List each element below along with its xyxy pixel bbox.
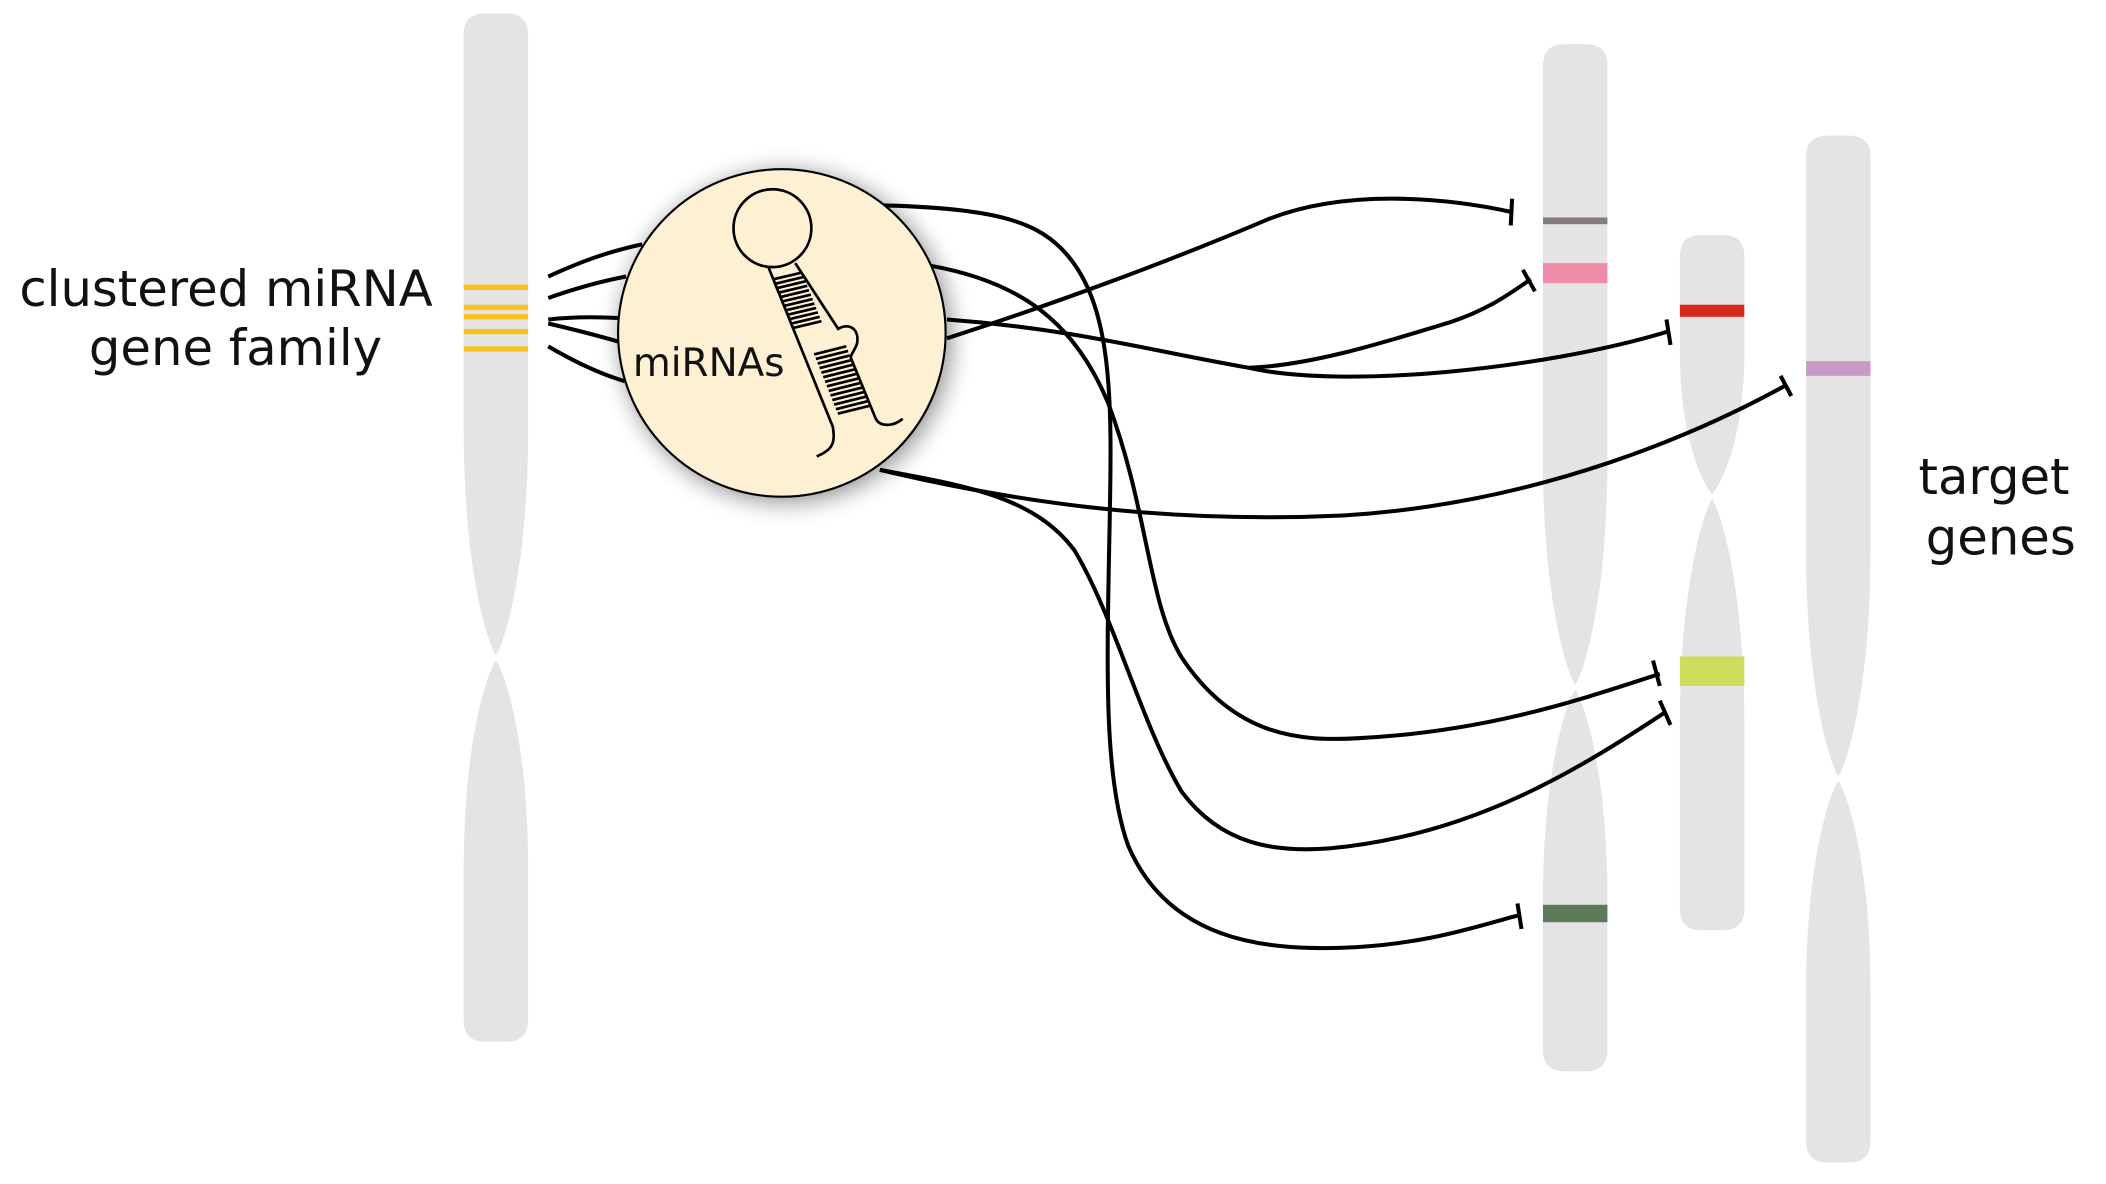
base-pair [824,372,858,384]
base-pair [830,386,864,397]
pink-gene-band [1542,263,1608,284]
chromosome-arm [1806,135,1871,776]
chromosome-arm [1679,499,1745,931]
base-pair [785,302,815,312]
purple-gene-band [1806,361,1871,376]
link-to-purple-band [879,383,1787,520]
chromosome-target-1 [1542,44,1608,1072]
base-pair [813,345,847,356]
base-pair [815,349,849,361]
base-pair [789,311,819,321]
base-pair [782,293,812,303]
cluster-band [463,346,529,352]
base-pair [831,390,865,402]
mirna-circle: miRNAs [616,168,947,498]
base-pair [826,376,860,388]
chromosome-arm [1679,234,1745,495]
center-label: miRNAs [633,341,785,386]
lime-gene-band [1679,656,1745,686]
base-pair [819,358,853,370]
base-pair [792,319,822,330]
cluster-band [463,304,529,311]
base-pair [775,275,805,285]
chromosome-arm [463,13,529,656]
link-to-lime-band-1 [930,263,1661,741]
base-pair [777,280,806,290]
base-pair [780,288,810,299]
chromosome-arm [1542,689,1608,1072]
red-gene-band [1679,304,1745,317]
base-pair [835,399,869,411]
base-pair [778,284,808,294]
link-to-pink-band [1248,277,1533,370]
base-pair [791,315,821,325]
target-label-line2: genes [1926,508,2076,566]
hairpin-icon [732,187,904,458]
cluster-links [547,242,643,384]
chromosome-arm [1806,781,1871,1163]
target-label-line1: target [1919,448,2070,506]
base-pair [773,271,803,281]
target-links [879,196,1794,951]
chromosome-target-2 [1679,234,1745,931]
green-gene-band [1542,904,1608,923]
cluster-band [463,284,529,290]
chromosome-arm [463,660,529,1042]
base-pair [828,381,862,393]
link-to-lime-band-2 [879,467,1668,852]
base-pair [787,306,817,316]
base-pair [784,297,813,308]
chromosome-source [463,13,529,1042]
chromosome-target-3 [1806,135,1871,1163]
cluster-band [463,328,529,335]
source-label-line2: gene family [89,319,382,377]
base-pair [817,354,851,365]
link-to-green-band [882,203,1518,951]
chromosome-arm [1542,44,1608,685]
link-to-gray-band [946,196,1513,341]
source-label-line1: clustered miRNA [19,260,432,318]
base-pair [821,363,854,374]
base-pair [837,404,871,416]
base-pair [822,367,856,379]
cluster-band [463,314,529,320]
base-pair [833,395,867,406]
gray-gene-band [1542,217,1608,225]
